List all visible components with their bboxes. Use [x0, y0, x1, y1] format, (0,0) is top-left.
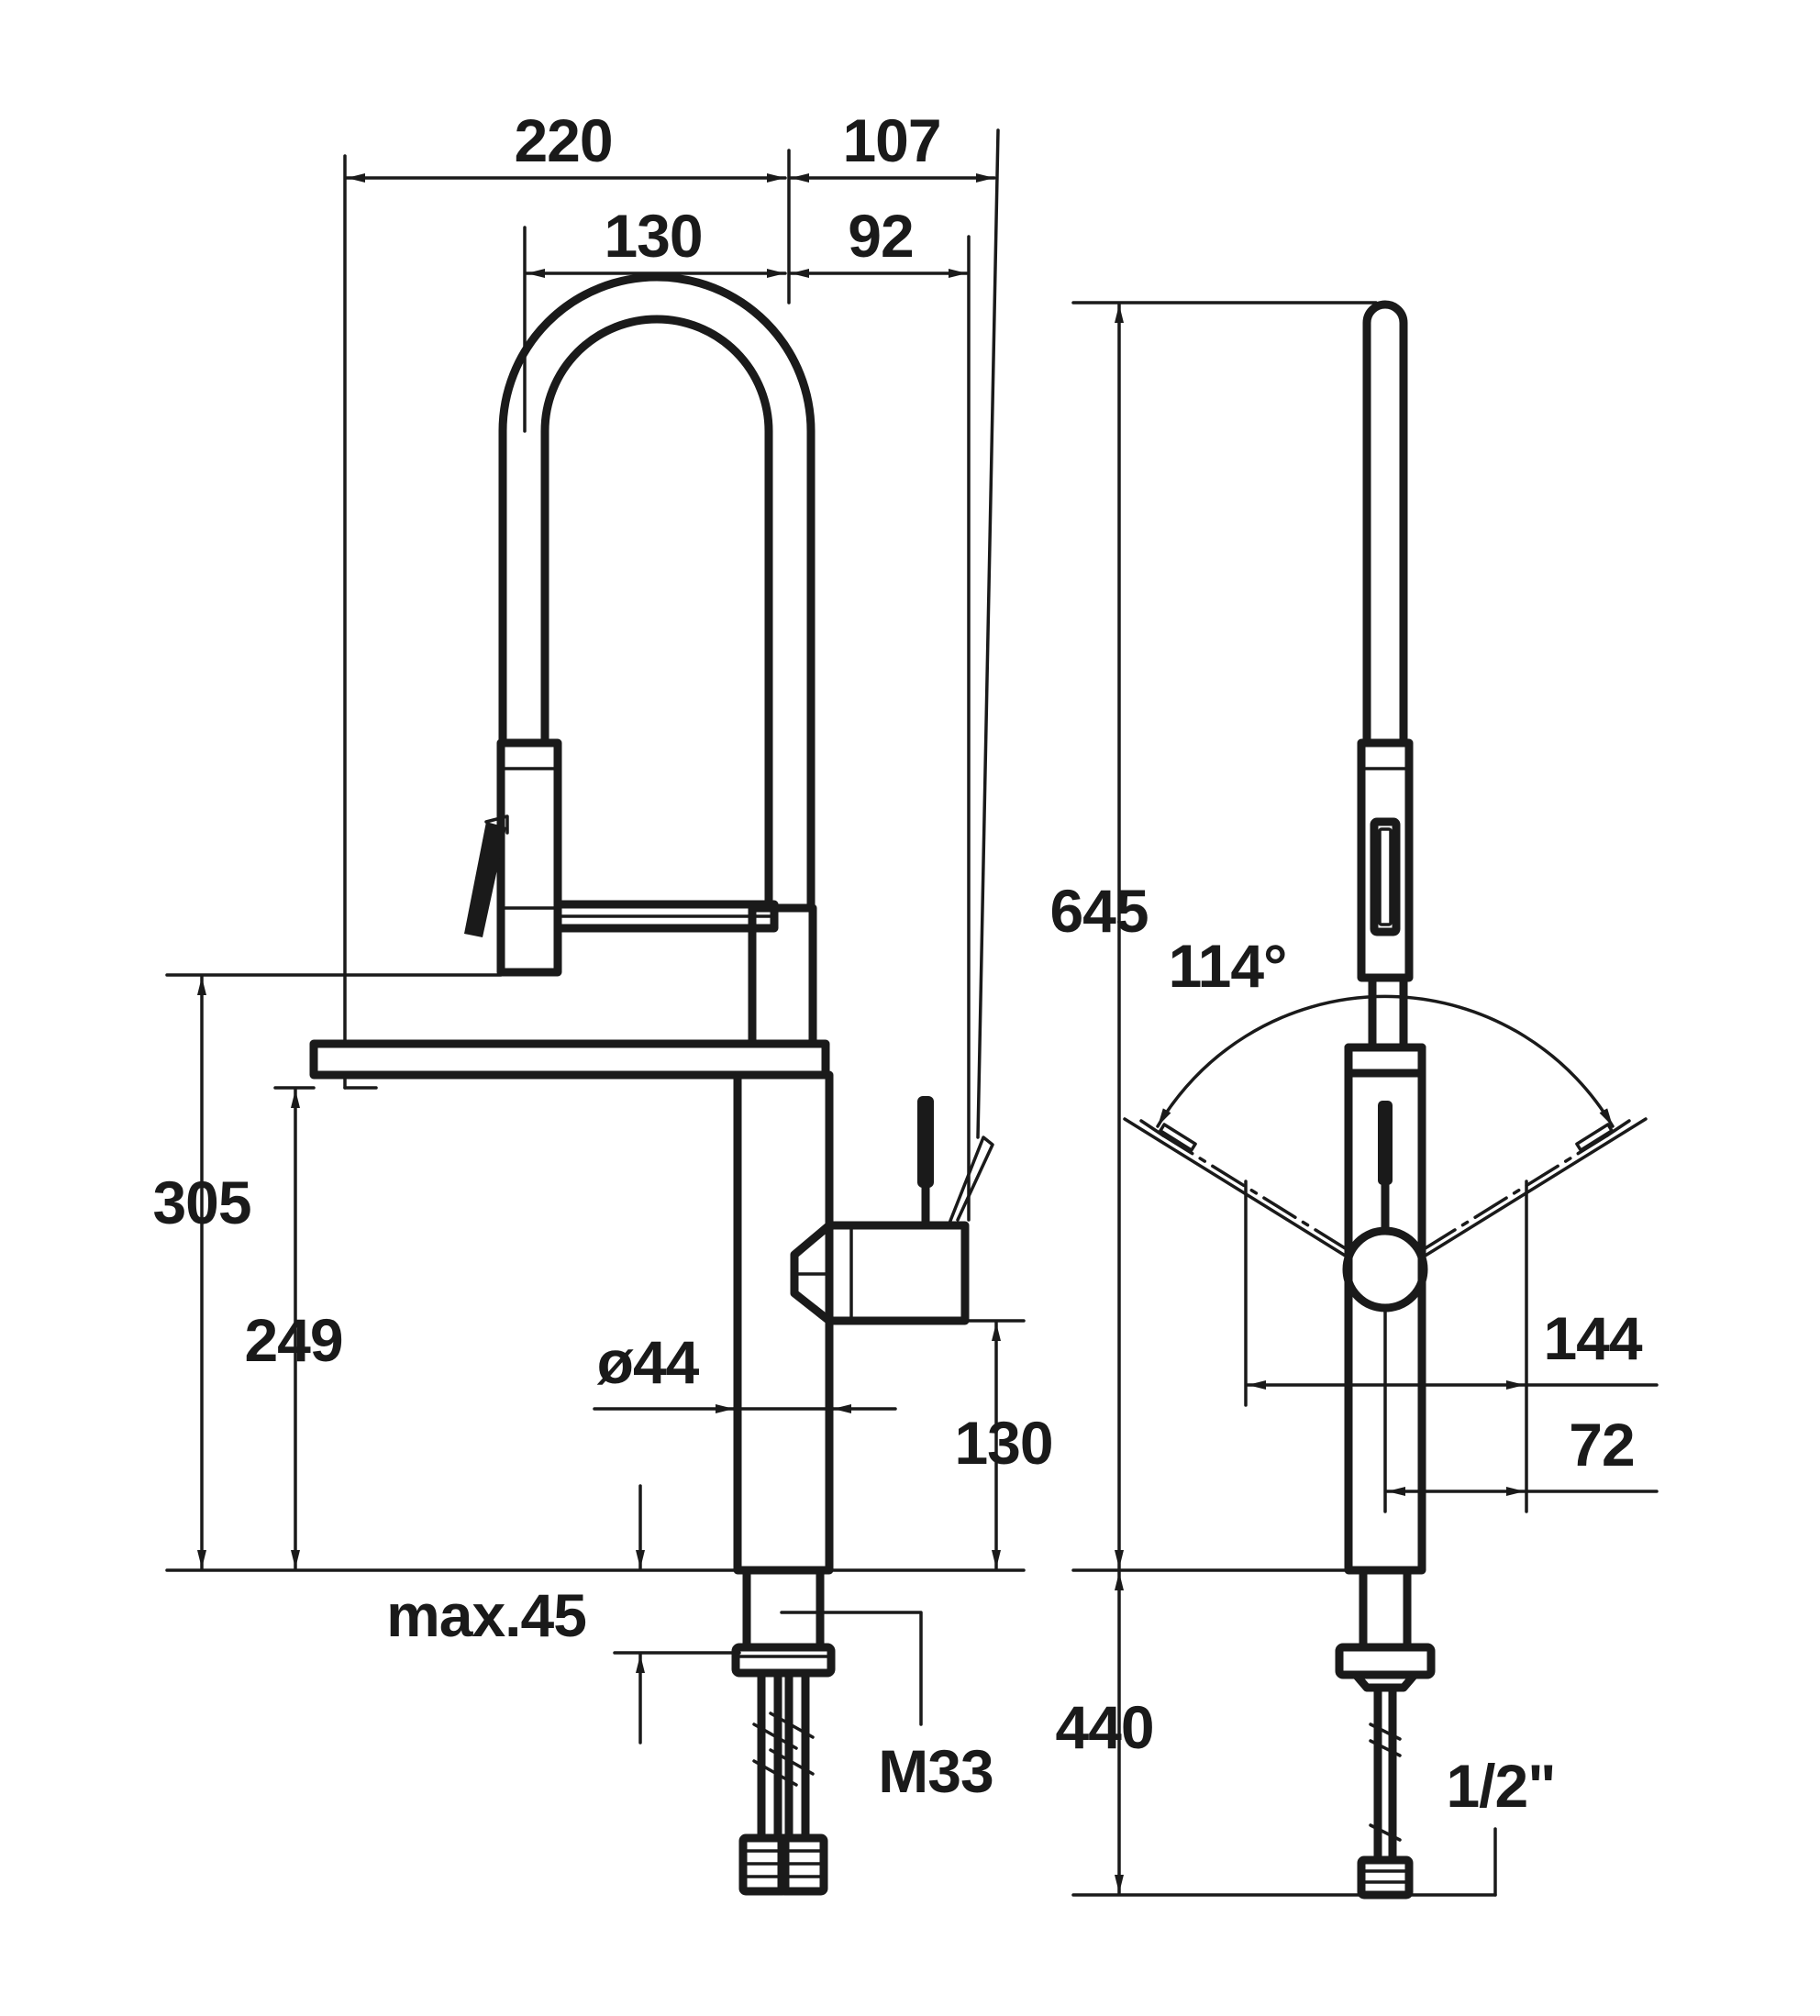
swivel-spout-bar	[309, 1039, 830, 1080]
side-spray-head	[1357, 738, 1414, 982]
dim-label-645: 645	[1049, 877, 1148, 945]
dim-label-half-inch: 1/2"	[1446, 1752, 1555, 1820]
dim-label-130-lever: 130	[954, 1409, 1052, 1477]
shank	[742, 1566, 825, 1652]
side-view: 114° 645 440	[1049, 300, 1659, 1900]
dim-label-72: 72	[1569, 1411, 1634, 1479]
dim-label-m33: M33	[878, 1737, 993, 1805]
dim-label-144: 144	[1543, 1304, 1642, 1372]
dim-label-max-45: max.45	[386, 1581, 586, 1649]
front-view: 220 107 130 92 305 249 ø44 130 max.45 M3…	[152, 106, 1054, 1896]
angle-arc-114	[1156, 994, 1615, 1128]
side-lever-handle	[1378, 1101, 1393, 1185]
side-supply-hose	[1357, 1683, 1414, 1900]
dim-label-92: 92	[848, 202, 913, 270]
side-spout	[1362, 300, 1408, 748]
spray-head-lever	[464, 822, 506, 937]
dim-label-107: 107	[842, 106, 940, 174]
supply-hoses	[738, 1668, 828, 1896]
dim-label-diameter-44: ø44	[597, 1328, 700, 1396]
dim-label-130-top: 130	[604, 202, 702, 270]
mounting-nut	[731, 1643, 836, 1678]
dim-label-220: 220	[514, 106, 612, 174]
dim-label-angle-114: 114°	[1169, 932, 1287, 1000]
side-shank	[1359, 1566, 1412, 1652]
side-mounting-nut	[1335, 1643, 1436, 1679]
spout-inner-contour	[540, 315, 773, 913]
side-spray-button	[1370, 817, 1401, 936]
dim-label-305: 305	[152, 1169, 250, 1236]
dim-label-440: 440	[1055, 1693, 1153, 1761]
faucet-body-main	[733, 1070, 834, 1575]
spray-head	[496, 738, 562, 977]
dim-label-249: 249	[244, 1306, 342, 1374]
side-mixer-cartridge	[1342, 1226, 1428, 1313]
mixer-lever-handle	[917, 1096, 934, 1188]
mixer-lever-housing	[790, 1221, 970, 1325]
